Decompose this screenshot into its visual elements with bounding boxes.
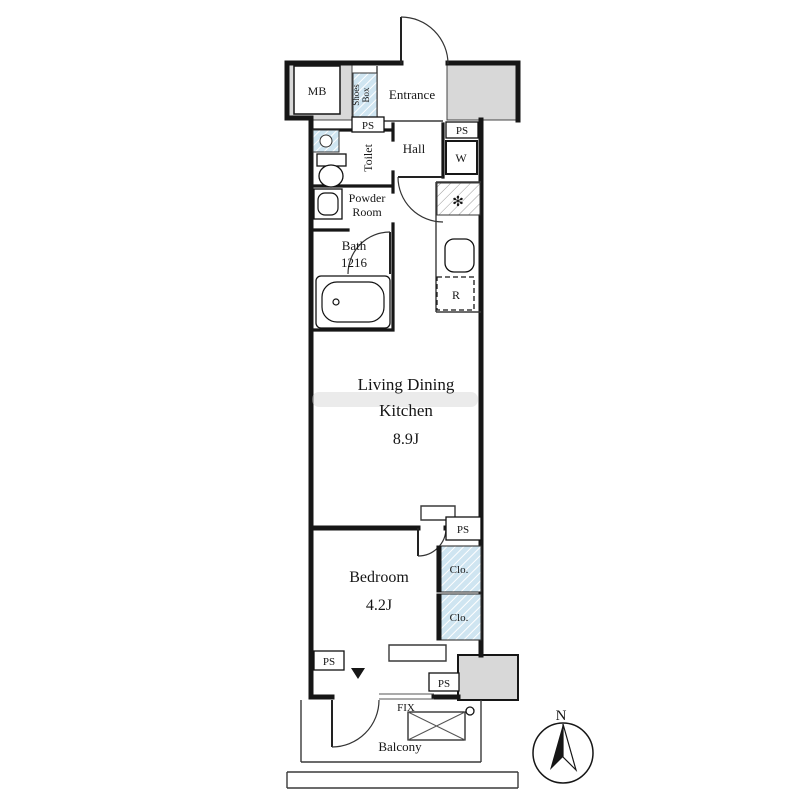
washbasin-bowl bbox=[317, 192, 339, 216]
fixtures: ✻ bbox=[312, 72, 482, 692]
common-area-top-right bbox=[446, 61, 519, 121]
washer-label: W bbox=[455, 151, 467, 165]
bathtub-inner bbox=[321, 281, 385, 323]
common-structures bbox=[286, 61, 519, 701]
ldk-label-1: Living Dining bbox=[358, 375, 455, 394]
closet-top-label: Clo. bbox=[450, 564, 469, 576]
pipe-space-mid-right-box bbox=[445, 516, 482, 541]
ldk-label-2: Kitchen bbox=[379, 401, 433, 420]
ps-mid-right-label: PS bbox=[457, 524, 469, 536]
outer-walls bbox=[284, 60, 521, 700]
kitchen-sink bbox=[444, 238, 475, 273]
doors bbox=[331, 16, 449, 748]
ldk-size-label: 8.9J bbox=[393, 431, 419, 448]
stove-area bbox=[436, 182, 481, 216]
refrigerator-space bbox=[436, 276, 475, 311]
pipe-space-top-right-box bbox=[445, 121, 479, 139]
washbasin bbox=[313, 188, 343, 220]
compass-needle-dark bbox=[550, 724, 563, 770]
bathtub bbox=[315, 275, 391, 329]
refrigerator-label: R bbox=[452, 288, 460, 302]
bath-label: Bath bbox=[342, 238, 367, 253]
compass-north-label: N bbox=[556, 708, 567, 724]
labels: MB Shoes Box PS Entrance PS W Toilet Hal… bbox=[308, 84, 469, 754]
meter-box bbox=[293, 65, 341, 115]
bedroom-label: Bedroom bbox=[349, 569, 409, 586]
balcony-outline bbox=[300, 700, 482, 763]
toilet-label: Toilet bbox=[361, 143, 375, 171]
balcony-railing bbox=[286, 771, 519, 789]
ps-bottom-left-label: PS bbox=[323, 656, 335, 668]
balcony-area bbox=[286, 693, 519, 789]
pipe-space-entrance-box bbox=[351, 116, 385, 133]
watermark bbox=[312, 392, 478, 407]
washing-machine-space bbox=[445, 140, 478, 175]
balcony-label: Balcony bbox=[378, 739, 422, 754]
pipe-space-bottom-left-box bbox=[313, 650, 345, 671]
direction-marker-icon bbox=[351, 668, 365, 679]
stove-burner-icon: ✻ bbox=[452, 195, 464, 210]
door-leaves bbox=[331, 17, 443, 747]
ps-top-right-label: PS bbox=[456, 125, 468, 137]
meter-box-label: MB bbox=[308, 84, 327, 98]
balcony-hatch-cross bbox=[407, 711, 466, 741]
toilet-basin-bowl-icon bbox=[319, 134, 333, 148]
toilet-bowl bbox=[318, 164, 344, 188]
balcony-hatch-box bbox=[407, 711, 466, 741]
pipe-space-bottom-right-box bbox=[428, 672, 460, 692]
drain-outlet-icon bbox=[465, 706, 475, 716]
entrance-label: Entrance bbox=[389, 87, 435, 102]
bedroom-size-label: 4.2J bbox=[366, 597, 392, 614]
bathtub-drain-icon bbox=[332, 298, 340, 306]
bath-size-label: 1216 bbox=[341, 255, 368, 270]
fix-window-label: FIX bbox=[397, 702, 415, 714]
powder-room-label-2: Room bbox=[352, 205, 382, 219]
powder-room-label-1: Powder bbox=[349, 191, 386, 205]
compass-needle-light bbox=[562, 723, 578, 773]
hall-label: Hall bbox=[403, 141, 426, 156]
door-swing-arcs bbox=[331, 16, 449, 748]
compass: N bbox=[532, 708, 594, 784]
shoes-box bbox=[352, 72, 378, 118]
ps-entrance-label: PS bbox=[362, 120, 374, 132]
closet-bottom-label: Clo. bbox=[450, 612, 469, 624]
fix-window-lines bbox=[379, 693, 434, 700]
shoes-box-label-1: Shoes bbox=[351, 84, 361, 106]
shoes-box-label-2: Box bbox=[361, 87, 371, 103]
toilet-tank bbox=[316, 153, 347, 167]
common-area-bottom-right bbox=[457, 654, 519, 701]
ps-bottom-right-label: PS bbox=[438, 678, 450, 690]
